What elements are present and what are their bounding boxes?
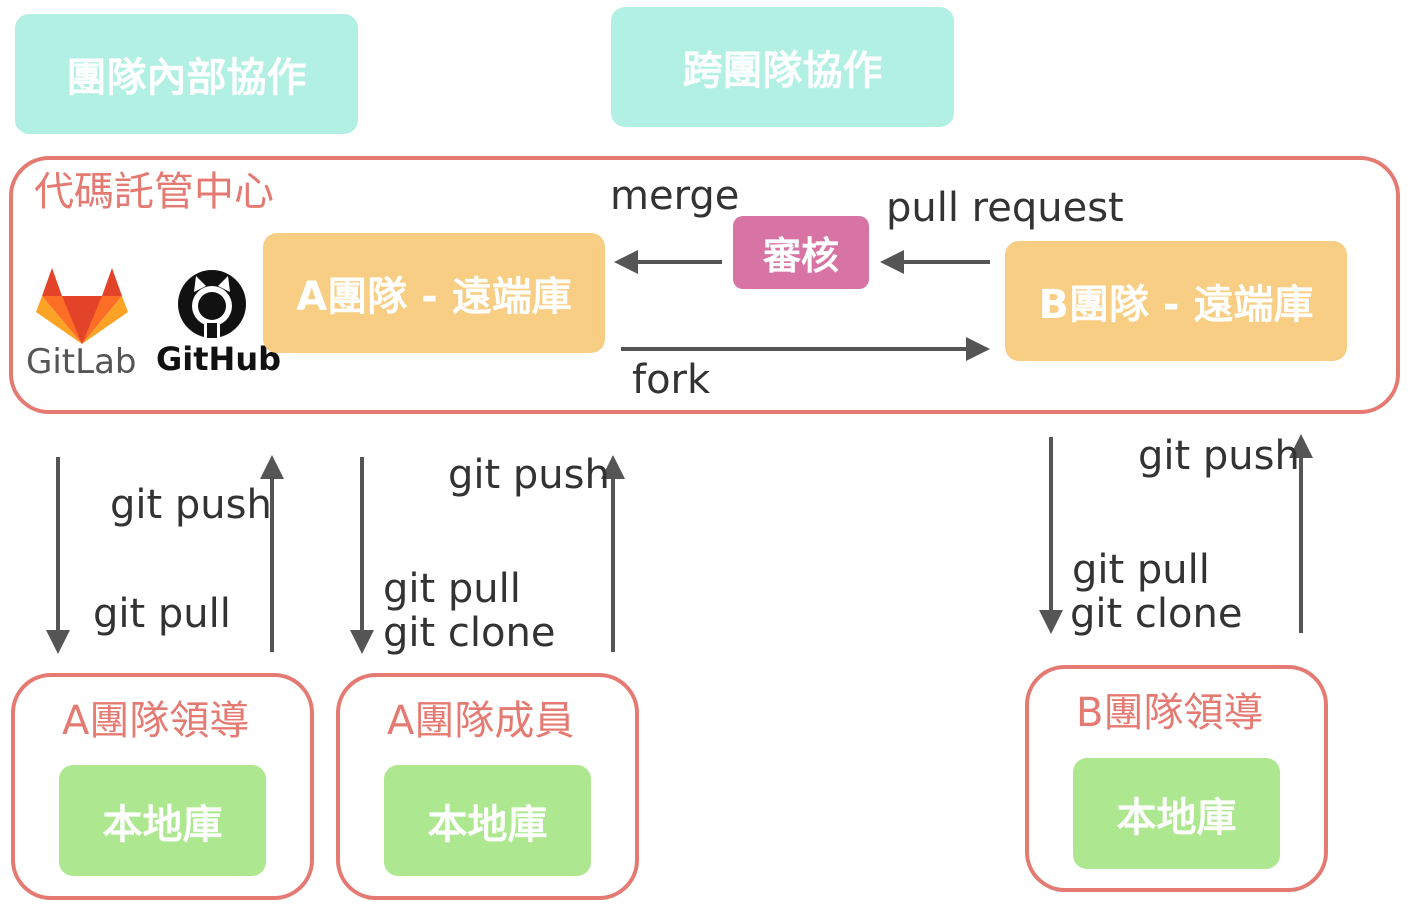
- a-leader-container: [11, 673, 314, 900]
- github-icon: [178, 270, 246, 338]
- a-member-local-repo: 本地庫: [384, 765, 591, 876]
- a-member-clone-label: git clone: [383, 610, 556, 656]
- b-leader-clone-label: git clone: [1070, 591, 1243, 637]
- a-member-push-label: git push: [448, 452, 610, 498]
- team-b-remote-repo: B團隊 - 遠端庫: [1005, 241, 1347, 361]
- fork-label: fork: [632, 357, 711, 403]
- a-leader-push-label: git push: [110, 482, 272, 528]
- b-leader-container: [1025, 665, 1328, 892]
- github-label: GitHub: [156, 340, 281, 378]
- internal-collab-header: 團隊內部協作: [15, 14, 358, 134]
- a-member-pull-label: git pull: [383, 566, 521, 612]
- b-leader-push-label: git push: [1138, 433, 1300, 479]
- a-leader-pull-label: git pull: [93, 591, 231, 637]
- github-logo: GitHub: [156, 268, 281, 380]
- b-leader-local-repo: 本地庫: [1073, 758, 1280, 869]
- a-leader-title: A團隊領導: [62, 698, 250, 744]
- a-member-container: [336, 673, 639, 900]
- gitlab-icon: [36, 268, 128, 344]
- a-member-title: A團隊成員: [387, 698, 575, 744]
- gitlab-logo: GitLab: [26, 268, 138, 382]
- pull-request-label: pull request: [886, 185, 1124, 231]
- a-leader-local-repo: 本地庫: [59, 765, 266, 876]
- hosting-center-container: [9, 156, 1400, 414]
- b-leader-title: B團隊領導: [1076, 690, 1264, 736]
- cross-collab-header: 跨團隊協作: [611, 7, 954, 127]
- team-a-remote-repo: A團隊 - 遠端庫: [263, 233, 605, 353]
- review-box: 審核: [733, 216, 869, 289]
- hosting-center-title: 代碼託管中心: [34, 169, 274, 215]
- gitlab-label: GitLab: [26, 342, 137, 382]
- b-leader-pull-label: git pull: [1072, 547, 1210, 593]
- merge-label: merge: [610, 173, 740, 219]
